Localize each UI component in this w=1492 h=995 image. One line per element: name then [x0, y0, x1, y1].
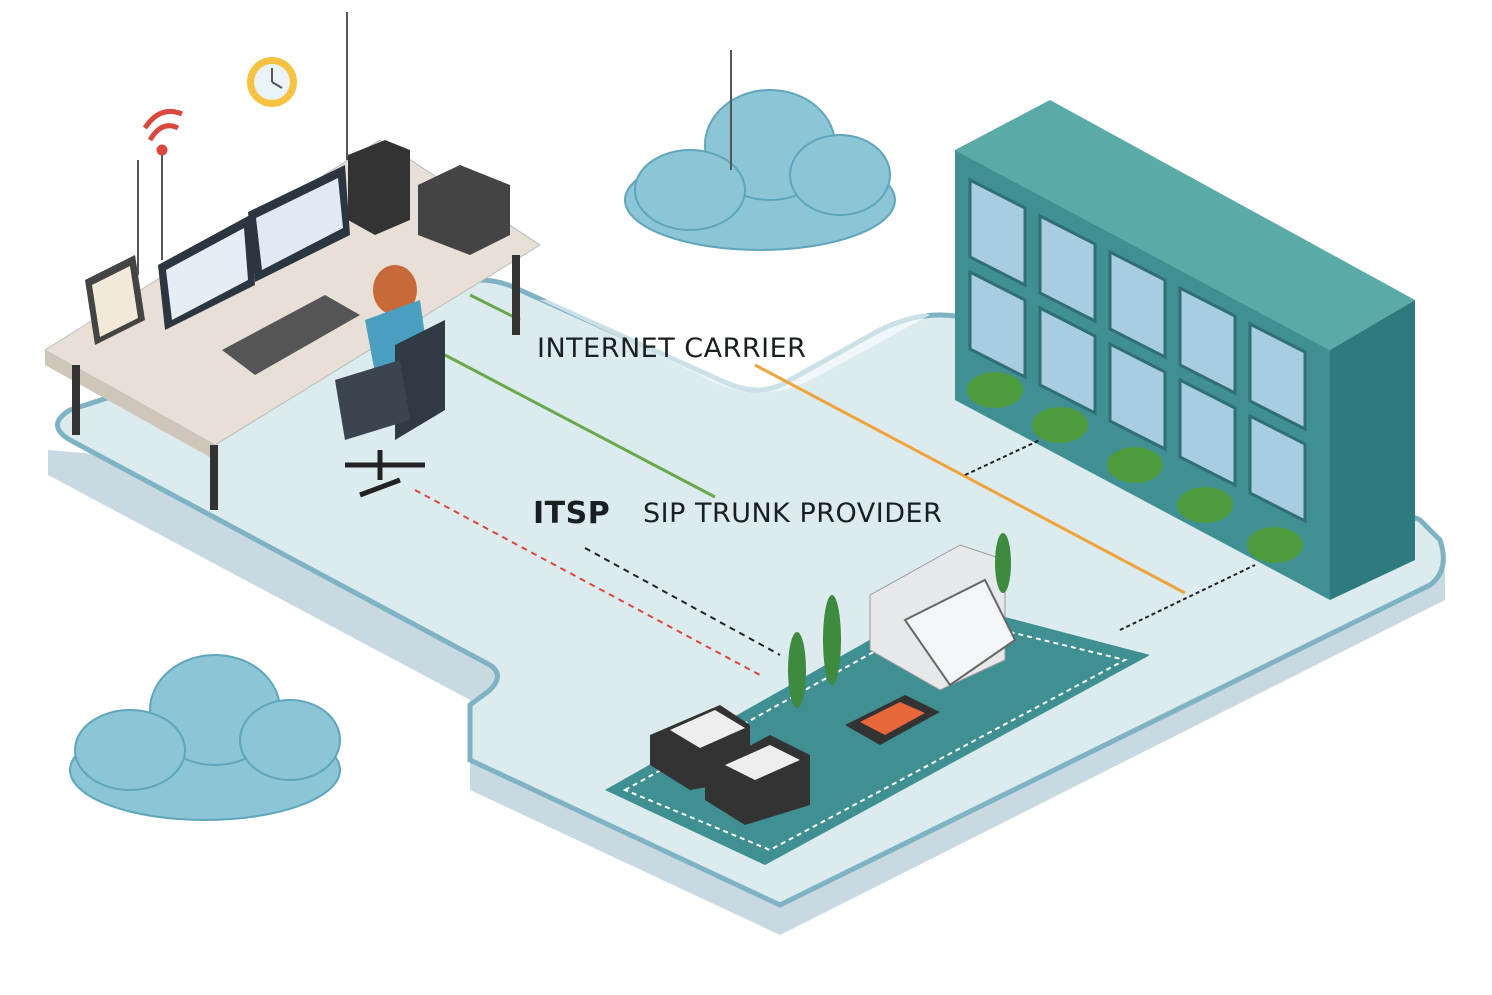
cloud-bottom	[69, 654, 341, 821]
internet-carrier-label: INTERNET CARRIER	[537, 333, 807, 364]
wifi-icon	[142, 109, 183, 156]
green-line	[444, 353, 716, 499]
cloud-top	[624, 89, 896, 251]
black-dashed-line	[584, 547, 781, 656]
workstation-desk	[44, 139, 541, 510]
clock-icon	[247, 57, 297, 107]
equipment-pad	[605, 533, 1150, 865]
sip-trunk-provider-label: SIP TRUNK PROVIDER	[643, 498, 943, 529]
carrier-line	[754, 363, 1186, 595]
itsp-label: ITSP	[533, 496, 611, 531]
green-line-desk	[469, 293, 521, 322]
building-link-2	[1119, 564, 1256, 631]
office-building	[955, 100, 1415, 600]
platform-notch	[540, 280, 930, 393]
